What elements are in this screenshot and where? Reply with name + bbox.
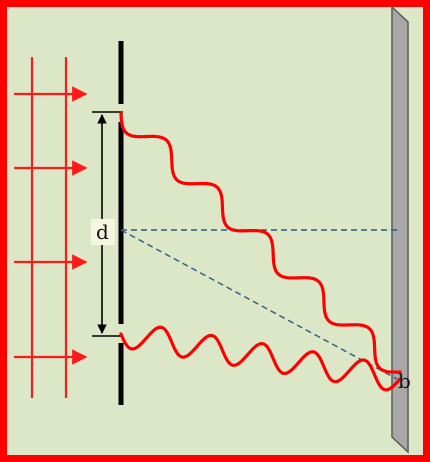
slit-separation-label: d <box>96 220 109 244</box>
detection-screen <box>391 5 409 454</box>
incident-rays <box>14 86 88 365</box>
path-guide-lines <box>120 229 398 380</box>
screen-point-label: b <box>398 369 411 393</box>
center-to-point-line <box>120 229 398 380</box>
wave-path-upper-slit <box>119 111 402 374</box>
wave-path-lower-slit <box>119 325 402 392</box>
slit-separation-label-box <box>91 219 115 245</box>
incident-wavefronts <box>30 57 68 398</box>
diagram-background <box>7 7 423 455</box>
